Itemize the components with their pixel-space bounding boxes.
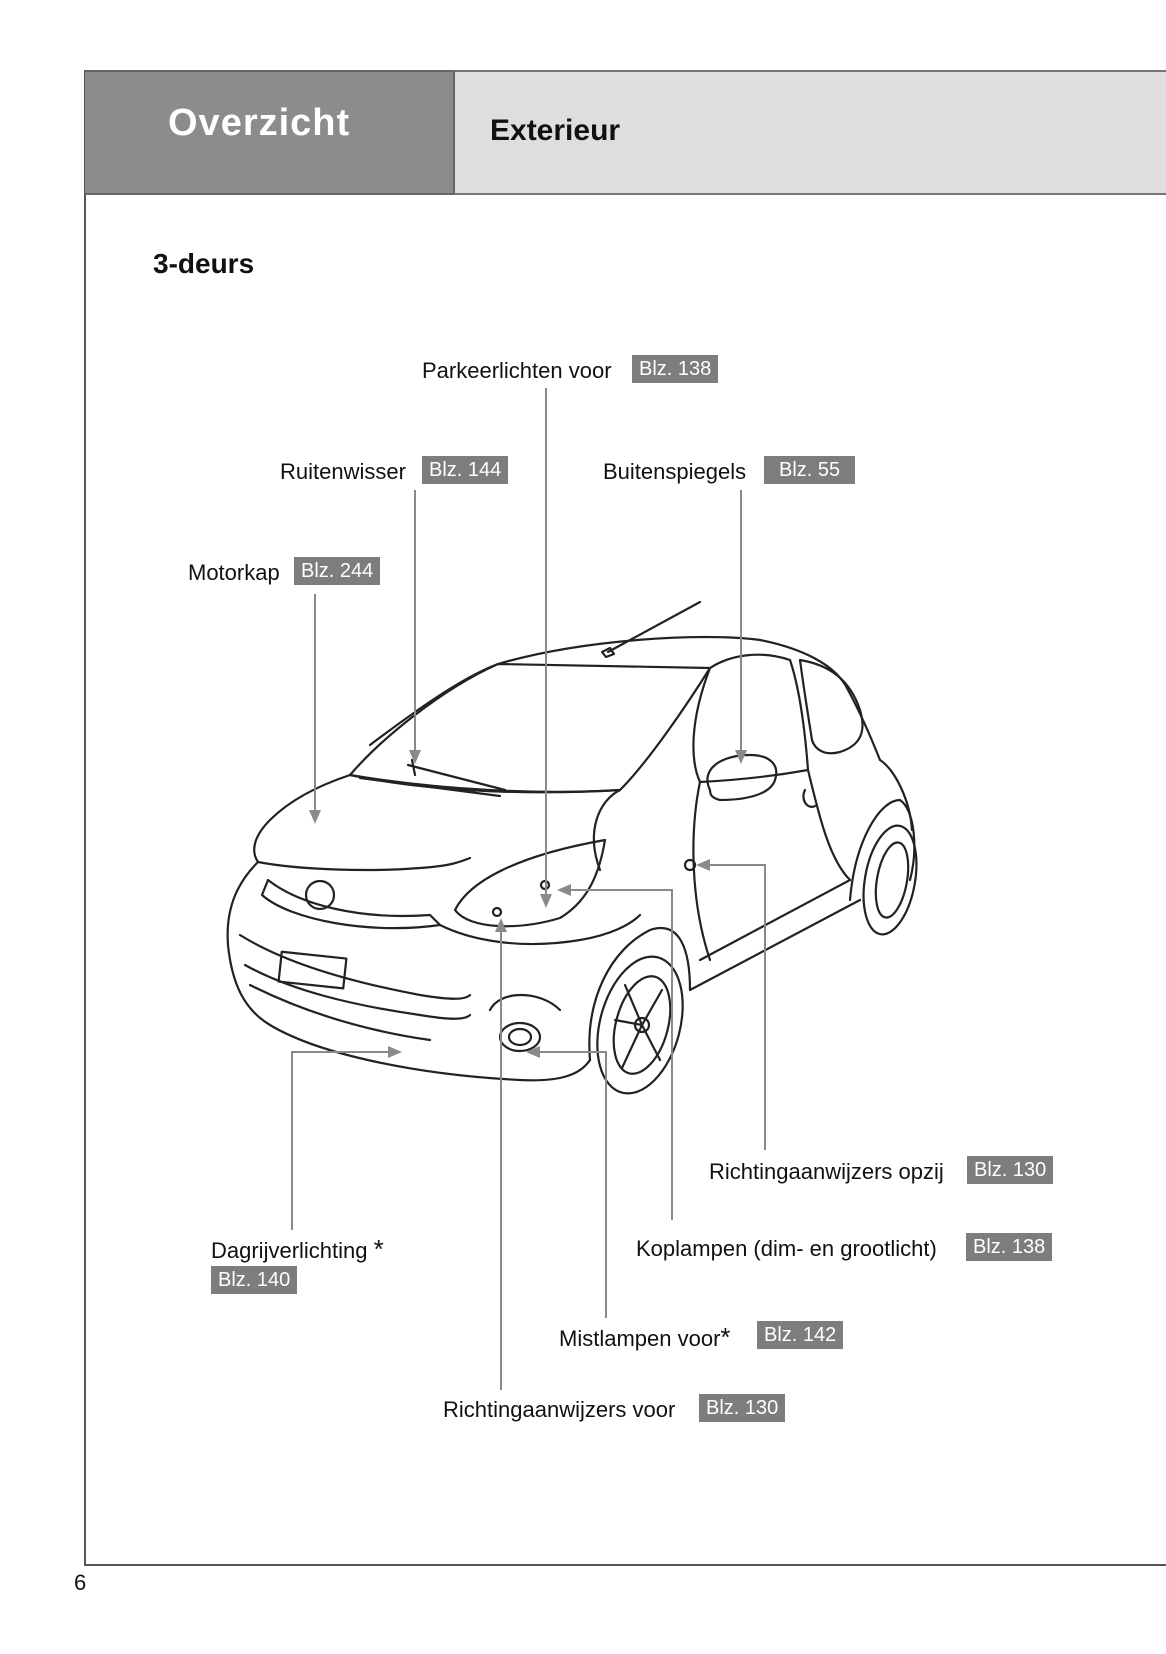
label-parkeerlichten: Parkeerlichten voor <box>422 358 612 383</box>
antenna <box>606 600 702 654</box>
page-number: 6 <box>74 1570 87 1595</box>
chapter-title: Overzicht <box>168 102 351 144</box>
chapter-tab-bottom-border <box>85 193 455 195</box>
leader-lines <box>291 388 766 1390</box>
fog-lamp <box>498 1021 542 1053</box>
label-dagrijverlichting: Dagrijverlichting * <box>211 1235 384 1265</box>
badge-richting-voor: Blz. 130 <box>699 1394 786 1422</box>
mistlampen-asterisk: * <box>720 1322 731 1352</box>
rear-wheel <box>862 824 918 936</box>
leader-dagrijverlichting <box>291 1051 396 1230</box>
badge-parkeerlichten: Blz. 138 <box>632 355 719 383</box>
dagrijverlichting-asterisk: * <box>373 1234 384 1264</box>
label-buitenspiegels: Buitenspiegels <box>603 459 747 484</box>
front-wheel <box>596 955 684 1095</box>
label-ruitenwisser: Ruitenwisser <box>280 459 406 484</box>
badge-motorkap: Blz. 244 <box>294 557 381 585</box>
chapter-tab-top-border <box>85 70 455 72</box>
leader-mistlampen <box>532 1051 607 1318</box>
label-richting-voor: Richtingaanwijzers voor <box>443 1397 676 1422</box>
page-frame-bottom <box>84 1564 1166 1566</box>
section-title: Exterieur <box>490 114 621 147</box>
badge-richting-opzij: Blz. 130 <box>967 1156 1054 1184</box>
mistlampen-text: Mistlampen voor <box>559 1326 721 1351</box>
wiper-blade <box>406 758 507 792</box>
badge-mistlampen: Blz. 142 <box>757 1321 844 1349</box>
side-indicator <box>683 858 697 872</box>
badge-dagrijverlichting: Blz. 140 <box>211 1266 298 1294</box>
side-mirror <box>706 753 778 802</box>
dagrijverlichting-text: Dagrijverlichting <box>211 1238 368 1263</box>
page-frame-left <box>84 70 86 1565</box>
subheading: 3-deurs <box>153 248 255 279</box>
label-richting-opzij: Richtingaanwijzers opzij <box>709 1159 944 1184</box>
license-plate <box>277 950 348 990</box>
leader-koplampen <box>563 889 673 1220</box>
badge-ruitenwisser: Blz. 144 <box>422 456 509 484</box>
badge-koplampen: Blz. 138 <box>966 1233 1053 1261</box>
chapter-tab <box>85 70 455 195</box>
label-motorkap: Motorkap <box>188 560 280 585</box>
car-outline <box>226 600 918 1095</box>
section-tab <box>455 70 1166 195</box>
label-mistlampen: Mistlampen voor* <box>559 1323 731 1353</box>
leader-arrowheads <box>309 750 747 1058</box>
leader-richting-opzij <box>702 864 766 1150</box>
label-koplampen: Koplampen (dim- en grootlicht) <box>636 1236 937 1261</box>
badge-buitenspiegels: Blz. 55 <box>764 456 856 484</box>
headlamp <box>453 838 607 928</box>
